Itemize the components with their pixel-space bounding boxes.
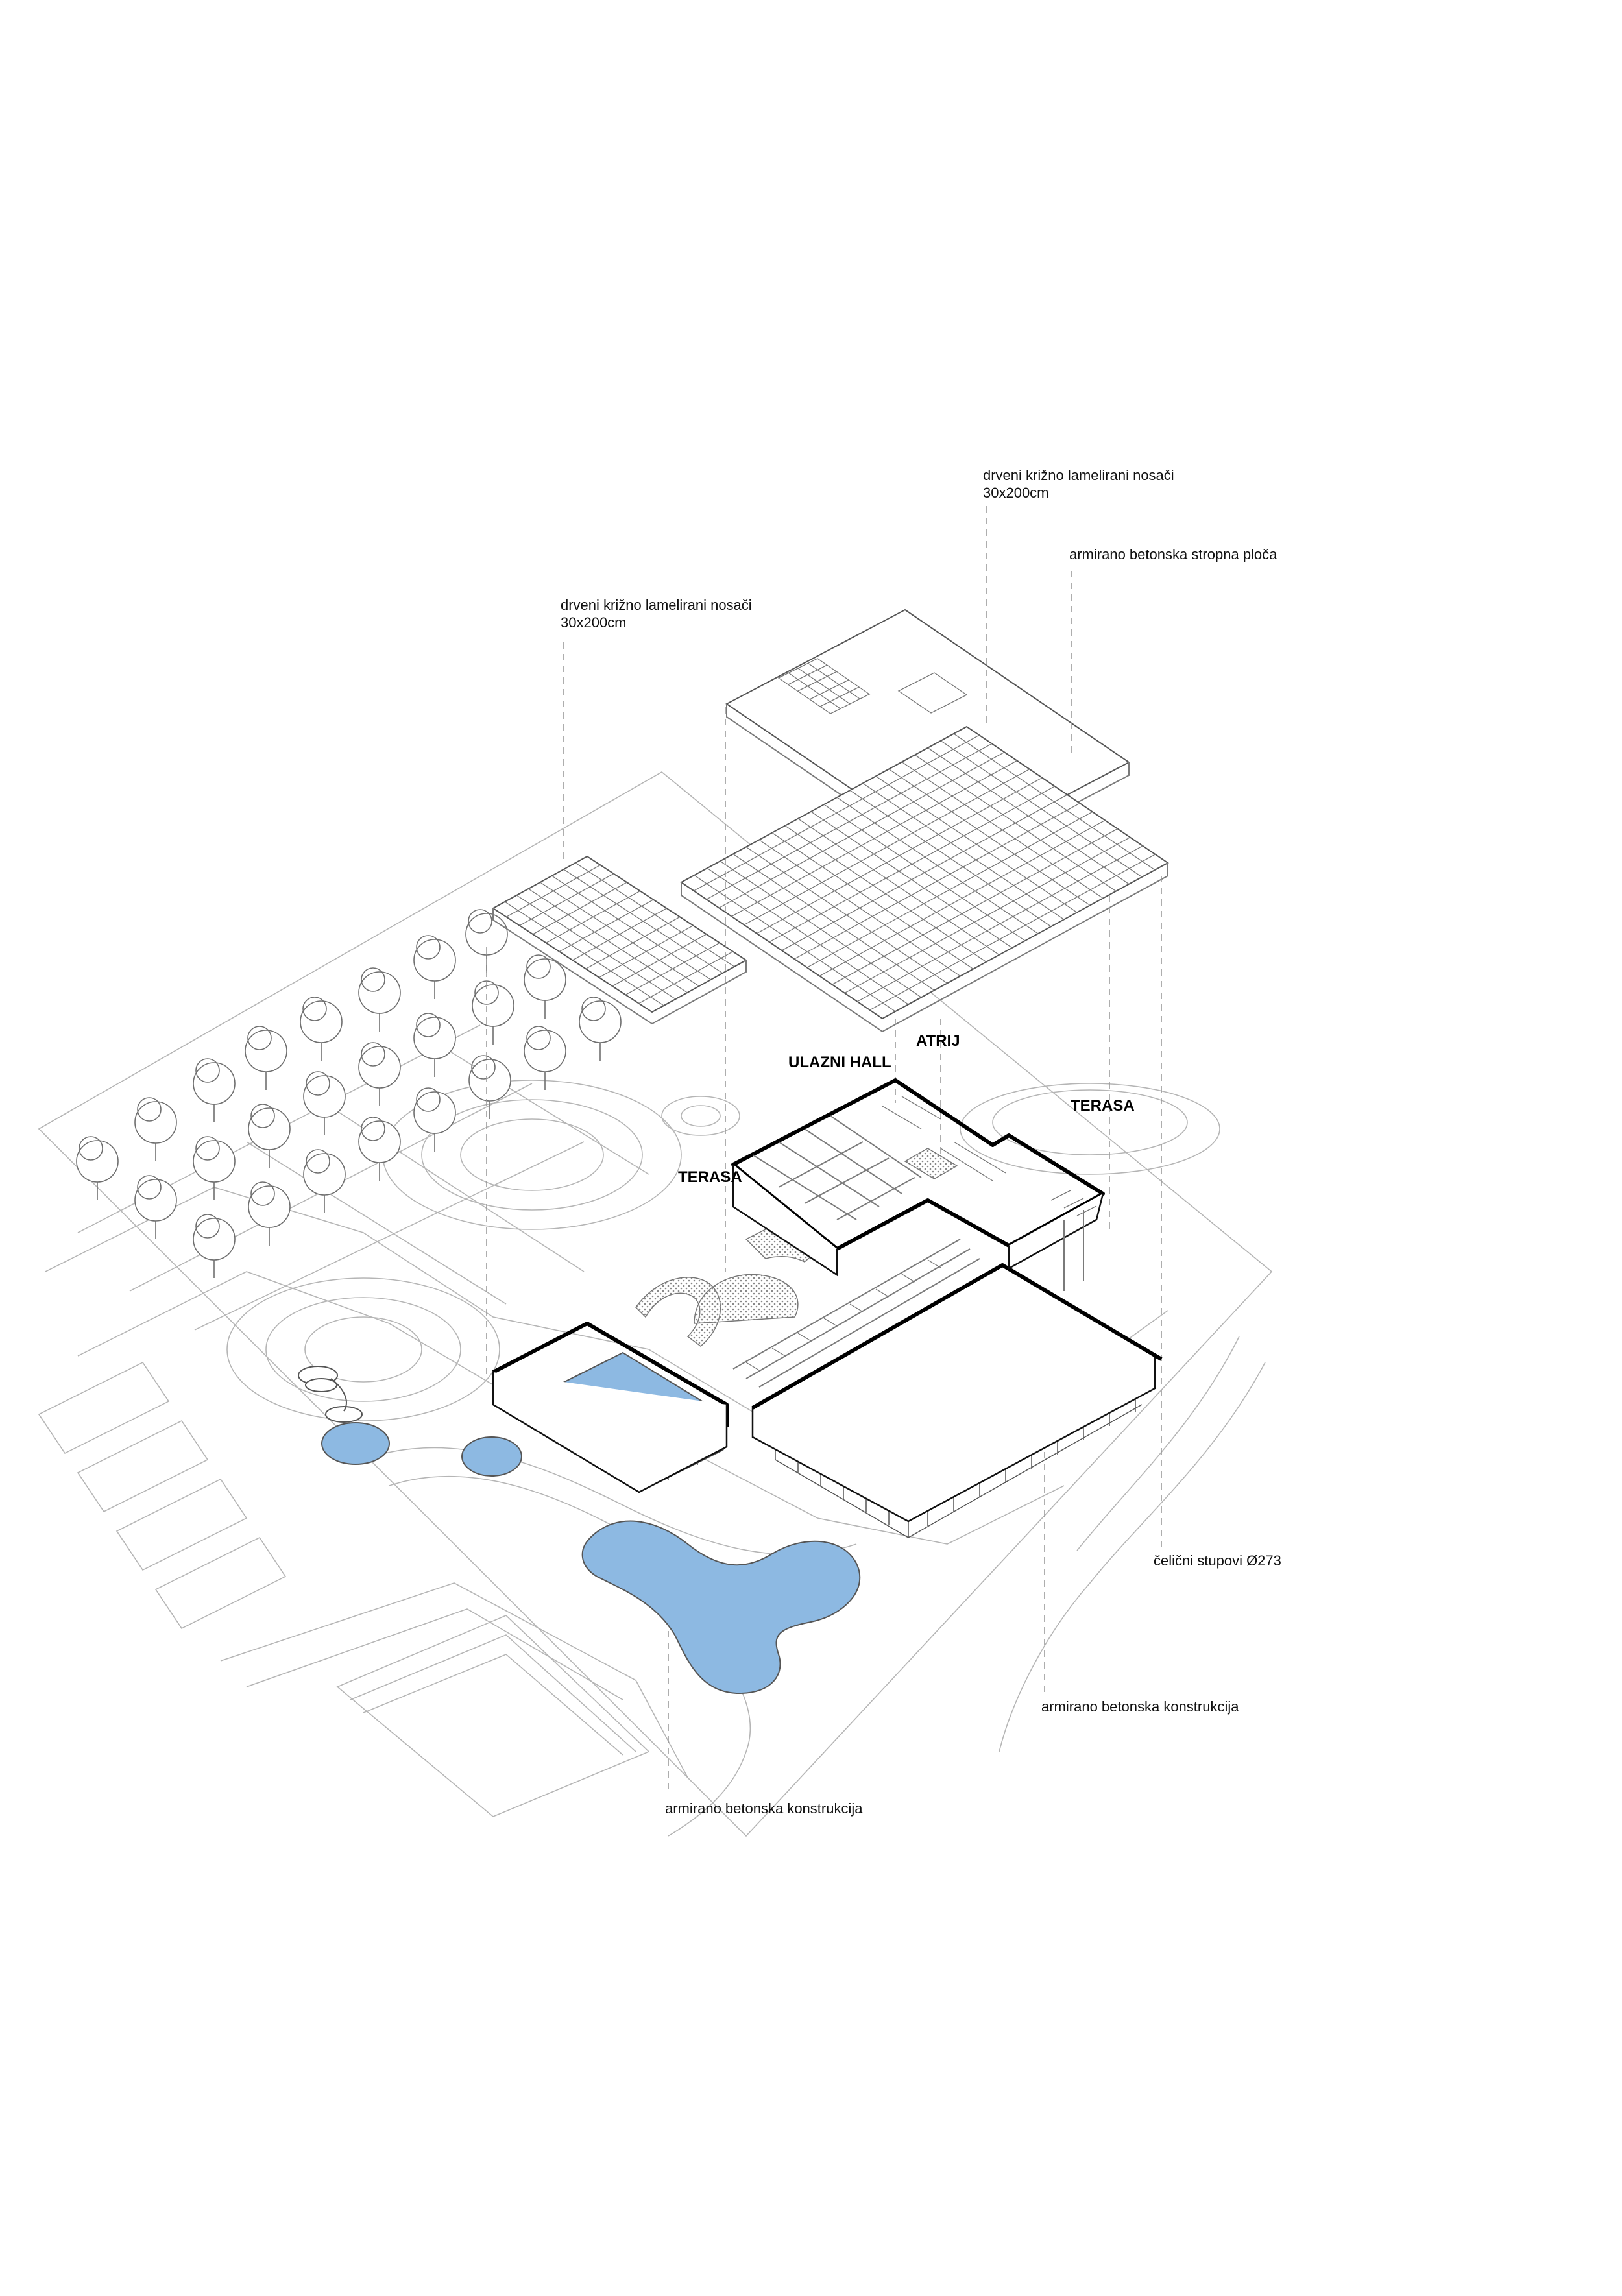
- tree-icon: [248, 1181, 291, 1246]
- outdoor-pool-round-left: [321, 1422, 390, 1465]
- tree-icon: [579, 997, 622, 1061]
- callout-steel-columns: čelični stupovi Ø273: [1154, 1553, 1281, 1569]
- label-terrace-right: TERASA: [1071, 1097, 1135, 1115]
- large-roof-grid: [694, 733, 1156, 1012]
- tree-icon: [413, 1013, 456, 1077]
- callout-concrete-structure-bottom: armirano betonska konstrukcija: [665, 1800, 863, 1817]
- outdoor-pool-kidney: [581, 1520, 861, 1695]
- curved-walkway: [635, 1277, 721, 1347]
- outdoor-pool-round-right: [461, 1436, 522, 1477]
- atrium-court: [904, 1148, 958, 1179]
- callout-timber-beams-left-line2: 30x200cm: [561, 614, 627, 631]
- callout-concrete-structure-right: armirano betonska konstrukcija: [1041, 1698, 1239, 1715]
- tree-icon: [358, 1042, 401, 1106]
- callout-timber-beams-right-line1: drveni križno lamelirani nosači: [983, 467, 1174, 483]
- tree-icon: [303, 1071, 346, 1135]
- tree-grove: [76, 909, 622, 1278]
- tree-icon: [193, 1136, 236, 1200]
- tree-icon: [134, 1175, 177, 1239]
- dome-skylight: [694, 1274, 799, 1324]
- callout-timber-beams-left-line1: drveni križno lamelirani nosači: [561, 597, 752, 613]
- tree-icon: [413, 935, 456, 999]
- water-slide: [298, 1366, 363, 1423]
- tree-icon: [248, 1104, 291, 1168]
- tree-icon: [358, 967, 401, 1032]
- small-roof-grid: [504, 862, 735, 1006]
- roof-layer: [492, 609, 1169, 1033]
- tree-icon: [300, 997, 343, 1061]
- callout-labels: drveni križno lamelirani nosači 30x200cm…: [561, 467, 1281, 1817]
- tree-icon: [303, 1149, 346, 1213]
- label-entrance-hall: ULAZNI HALL: [788, 1054, 891, 1071]
- label-atrium: ATRIJ: [916, 1032, 960, 1050]
- roof-grid-lines: [694, 733, 1156, 1012]
- tree-icon: [134, 1097, 177, 1161]
- label-terrace-left: TERASA: [678, 1168, 742, 1186]
- building: [492, 1078, 1163, 1538]
- tree-icon: [358, 1117, 401, 1181]
- tree-icon: [76, 1136, 119, 1200]
- tree-icon: [472, 980, 514, 1045]
- callout-timber-beams-right-line2: 30x200cm: [983, 485, 1049, 501]
- tree-icon: [245, 1026, 287, 1090]
- tree-icon: [468, 1055, 511, 1119]
- tree-icon: [193, 1058, 236, 1122]
- tree-icon: [193, 1214, 236, 1278]
- tree-icon: [524, 1026, 566, 1090]
- callout-concrete-slab: armirano betonska stropna ploča: [1069, 546, 1277, 562]
- roof-grid-lines: [504, 862, 735, 1006]
- tree-icon: [524, 954, 566, 1019]
- tree-icon: [413, 1087, 456, 1152]
